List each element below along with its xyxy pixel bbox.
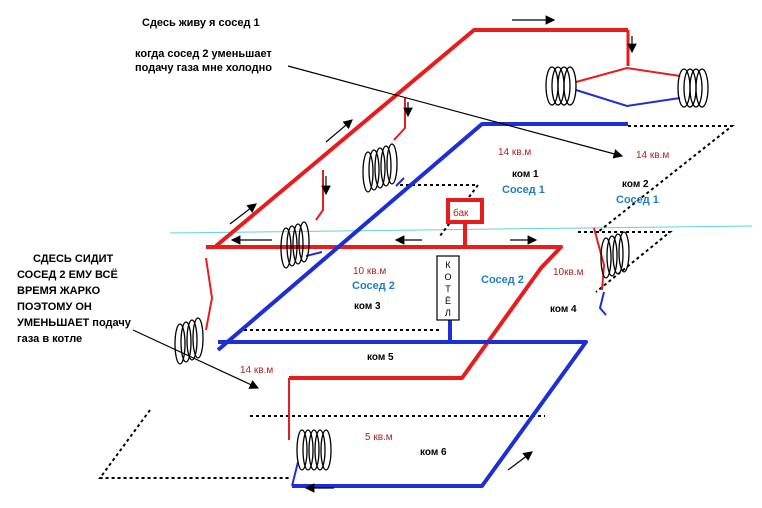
neighbor1-title: Сдесь живу я сосед 1	[142, 17, 260, 29]
svg-text:Л: Л	[445, 308, 451, 318]
room-2-outline	[597, 125, 735, 233]
hot-pipe-branches	[205, 98, 606, 440]
svg-text:ком 4: ком 4	[550, 304, 577, 315]
svg-text:К: К	[445, 260, 451, 270]
room-6-outline-side	[98, 409, 290, 479]
svg-text:О: О	[444, 272, 451, 282]
radiator-room-1	[362, 143, 398, 193]
neighbor1-note-line2: подачу газа мне холодно	[135, 62, 272, 74]
radiator-right-coils	[677, 68, 709, 108]
radiator-room-6	[296, 429, 332, 471]
neighbor2-note-line5: УМЕНЬШАЕТ подачу	[17, 317, 132, 329]
svg-text:ком 2: ком 2	[622, 179, 649, 190]
boiler-box	[436, 255, 460, 321]
svg-text:14 кв.м: 14 кв.м	[498, 147, 531, 158]
cold-pipe-loop	[218, 340, 588, 488]
neighbor2-note-line4: ПОЭТОМУ ОН	[17, 301, 92, 313]
floor-reference-line	[169, 225, 753, 234]
hot-branch-2	[315, 170, 324, 221]
flow-arrows	[229, 15, 637, 493]
hot-pipe-segment	[575, 66, 681, 83]
neighbor1-note-line1: когда сосед 2 уменьшает	[135, 48, 272, 60]
svg-text:14 кв.м: 14 кв.м	[636, 150, 669, 161]
radiator-room-5	[174, 317, 204, 365]
cold-branch-3	[598, 291, 607, 316]
svg-text:10 кв.м: 10 кв.м	[353, 266, 386, 277]
svg-text:Сосед 1: Сосед 1	[616, 194, 659, 206]
cold-branch-2	[305, 251, 323, 257]
svg-text:Сосед 2: Сосед 2	[481, 274, 524, 286]
radiator-room-4	[600, 231, 630, 279]
svg-text:Сосед 2: Сосед 2	[352, 280, 395, 292]
svg-text:Т: Т	[445, 284, 451, 294]
cold-pipe-segment	[575, 89, 681, 108]
cold-branch-1	[395, 177, 405, 187]
hot-branch-1	[393, 98, 406, 141]
hot-branch-4	[593, 227, 606, 291]
svg-text:5 кв.м: 5 кв.м	[365, 432, 393, 443]
hot-pipe-loop	[206, 245, 563, 380]
svg-text:10кв.м: 10кв.м	[553, 267, 584, 278]
cold-pipe-branches	[291, 177, 607, 487]
radiator-room-3	[280, 221, 310, 269]
cold-pipes	[216, 122, 628, 488]
room-4-outline	[578, 231, 673, 293]
svg-text:14 кв.м: 14 кв.м	[240, 365, 273, 376]
svg-text:ком 6: ком 6	[420, 447, 447, 458]
room-2-labels: 14 кв.м ком 2 Сосед 1	[616, 150, 669, 206]
cold-branch-4	[291, 461, 299, 487]
room-5-labels: ком 5 14 кв.м	[240, 352, 394, 376]
room-3-labels: 10 кв.м Сосед 2 ком 3	[352, 266, 395, 312]
svg-text:ком 5: ком 5	[367, 352, 394, 363]
svg-text:ком 1: ком 1	[512, 169, 539, 180]
room-4-labels: 10кв.м Сосед 2 ком 4	[481, 267, 584, 315]
note-pointers	[132, 65, 624, 389]
svg-text:Ё: Ё	[445, 296, 451, 306]
neighbor2-note-line2: СОСЕД 2 ЕМУ ВСЁ	[17, 268, 118, 281]
radiator-top-right	[545, 66, 709, 108]
cold-pipe-main-diagonal	[216, 122, 628, 352]
hot-branch-3	[205, 257, 214, 331]
tank-label: бак	[453, 207, 469, 219]
radiator-left-coils	[545, 66, 577, 106]
hot-pipe-main-diagonal	[214, 28, 628, 248]
boiler-label: К О Т Ё Л	[444, 260, 451, 318]
room-1-labels: 14 кв.м ком 1 Сосед 1	[498, 147, 545, 196]
room-6-labels: 5 кв.м ком 6	[365, 432, 447, 458]
tank-box	[446, 198, 484, 224]
neighbor2-note-line6: газа в котле	[17, 333, 82, 345]
svg-text:ком 3: ком 3	[354, 301, 381, 312]
neighbor2-note-line1: СДЕСЬ СИДИТ	[33, 253, 113, 265]
neighbor2-note-line3: ВРЕМЯ ЖАРКО	[17, 285, 101, 297]
svg-text:Сосед 1: Сосед 1	[502, 184, 545, 196]
